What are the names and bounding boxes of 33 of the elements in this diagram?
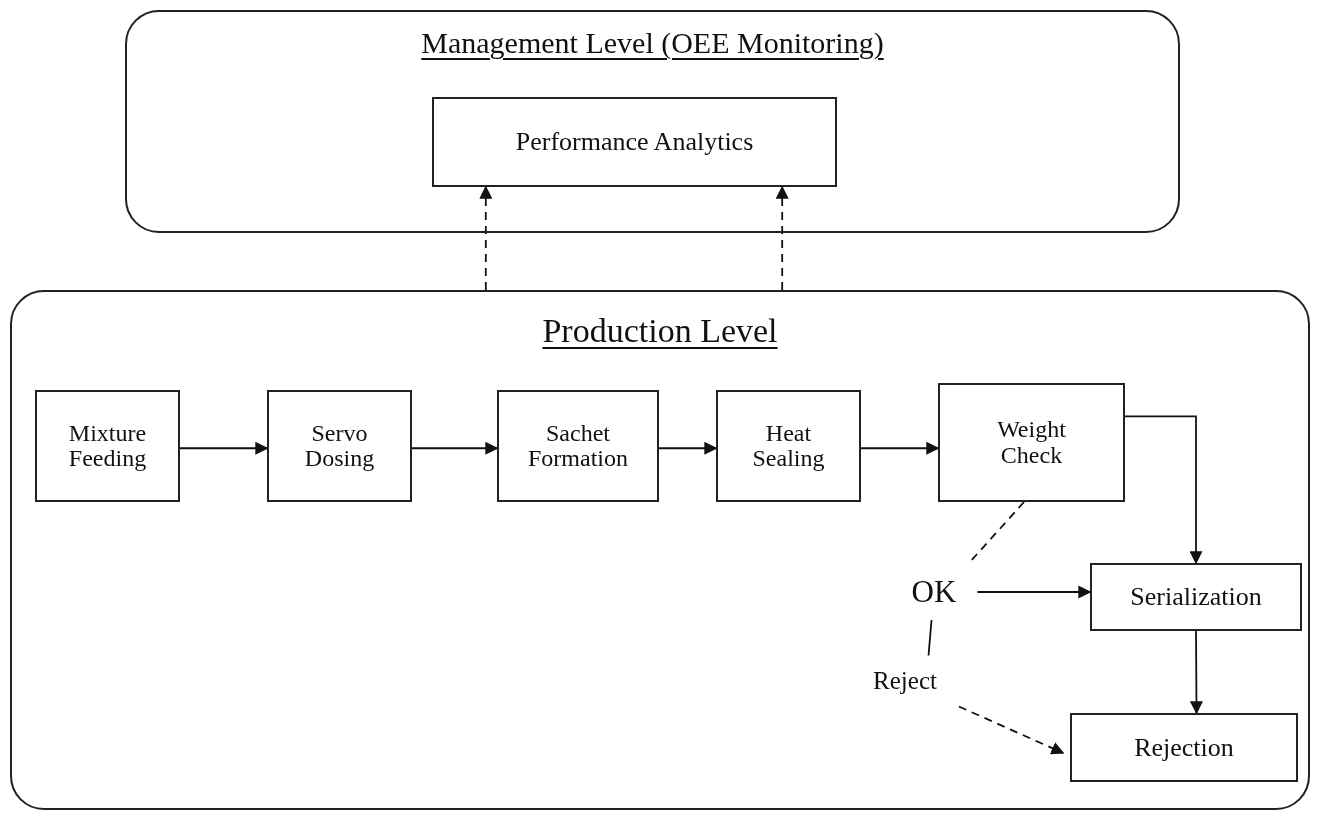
arrow — [658, 441, 718, 455]
process-box — [497, 390, 659, 502]
arrow — [1189, 630, 1203, 715]
step-label: Performance Analytics — [515, 128, 754, 156]
arrow — [479, 185, 493, 291]
process-box — [35, 390, 180, 502]
level-heading: Management Level (OEE Monitoring) — [421, 26, 884, 60]
arrow — [1124, 415, 1203, 565]
step-label: Rejection — [1134, 733, 1234, 762]
process-box — [432, 97, 837, 187]
decision-label: OK — [903, 572, 965, 612]
step-label: Serialization — [1130, 583, 1262, 611]
process-box — [1070, 713, 1298, 782]
step-label: Weight Check — [996, 417, 1067, 468]
level-container — [10, 290, 1310, 810]
arrow — [411, 441, 499, 455]
connector-line — [927, 619, 933, 657]
process-box — [716, 390, 861, 502]
arrow — [775, 185, 789, 291]
arrow — [179, 441, 269, 455]
arrow — [958, 705, 1065, 755]
level-heading: Production Level — [542, 312, 778, 350]
step-label: Heat Sealing — [751, 420, 826, 472]
process-box — [1090, 563, 1302, 631]
step-label: Sachet Formation — [527, 420, 629, 472]
step-label: Mixture Feeding — [67, 420, 148, 472]
level-container — [125, 10, 1180, 233]
arrow — [976, 585, 1092, 599]
step-label: Servo Dosing — [303, 420, 376, 472]
decision-label: Reject — [856, 664, 954, 698]
arrow — [860, 441, 940, 455]
process-box — [938, 383, 1125, 502]
process-box — [267, 390, 412, 502]
